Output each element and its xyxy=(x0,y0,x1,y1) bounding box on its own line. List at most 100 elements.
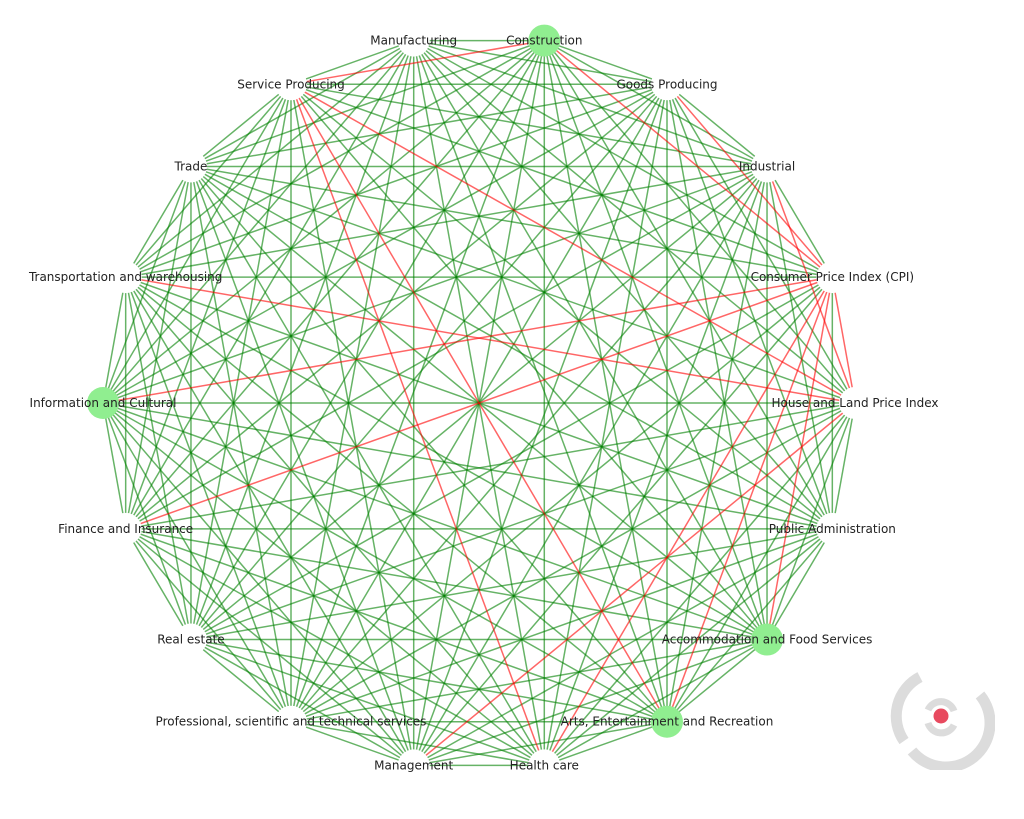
node-label-public: Public Administration xyxy=(769,522,896,536)
positive-edge-service-manufacturing xyxy=(290,39,414,86)
positive-edge-accommodation-manufacturing xyxy=(413,40,768,640)
node-label-management: Management xyxy=(374,758,453,772)
positive-edge-construction-trade xyxy=(190,39,545,168)
positive-edge-cpi-trade xyxy=(190,165,833,278)
positive-edge-public-accommodation xyxy=(766,528,833,640)
positive-edge-public-information xyxy=(102,402,833,530)
positive-edge-professional-realestate xyxy=(190,638,292,723)
positive-edge-arts-transport xyxy=(125,276,668,723)
positive-edge-house-realestate xyxy=(190,402,856,641)
node-label-accommodation: Accommodation and Food Services xyxy=(662,633,873,647)
positive-edge-realestate-transport xyxy=(124,277,192,640)
node-label-house: House and Land Price Index xyxy=(771,396,938,410)
negative-edge-arts-service xyxy=(290,83,668,723)
positive-edge-house-arts xyxy=(666,402,856,723)
positive-edge-health-finance xyxy=(125,528,545,767)
node-label-realestate: Real estate xyxy=(157,633,224,647)
positive-edge-accommodation-management xyxy=(413,638,768,767)
positive-edge-professional-manufacturing xyxy=(290,40,415,722)
node-realestate[interactable] xyxy=(174,623,207,656)
positive-edge-accommodation-arts xyxy=(666,638,768,723)
node-construction[interactable] xyxy=(528,24,561,57)
positive-edge-professional-trade xyxy=(190,166,292,722)
positive-edge-public-health xyxy=(543,528,833,766)
positive-edge-management-realestate xyxy=(190,638,415,767)
node-accommodation[interactable] xyxy=(751,623,784,656)
positive-edge-professional-finance xyxy=(125,528,292,723)
node-label-construction: Construction xyxy=(506,34,582,48)
node-label-goods: Goods Producing xyxy=(616,77,717,91)
positive-edge-construction-goods xyxy=(544,39,668,86)
node-service[interactable] xyxy=(275,68,307,101)
node-label-service: Service Producing xyxy=(237,77,345,91)
positive-edge-goods-accommodation xyxy=(666,84,768,640)
positive-edge-arts-information xyxy=(102,402,668,723)
negative-edge-cpi-health xyxy=(543,276,833,766)
positive-edge-management-transport xyxy=(125,276,415,766)
positive-edge-health-realestate xyxy=(190,638,545,767)
node-manufacturing[interactable] xyxy=(397,24,430,57)
node-transport[interactable] xyxy=(109,261,142,294)
negative-edge-house-management xyxy=(413,402,856,766)
positive-edge-information-transport xyxy=(102,277,127,404)
node-cpi[interactable] xyxy=(816,261,849,294)
positive-edge-goods-manufacturing xyxy=(413,39,668,86)
positive-edge-management-finance xyxy=(125,528,415,766)
positive-edge-public-manufacturing xyxy=(413,40,833,530)
positive-edge-public-service xyxy=(290,83,833,530)
node-label-finance: Finance and Insurance xyxy=(58,522,193,536)
negative-edge-house-service xyxy=(290,83,856,404)
positive-edge-transport-trade xyxy=(125,166,192,278)
positive-edge-realestate-service xyxy=(190,84,292,640)
positive-edge-accommodation-information xyxy=(102,402,768,641)
positive-edge-health-professional xyxy=(290,720,545,767)
positive-edge-industrial-public xyxy=(766,166,834,529)
positive-edge-industrial-arts xyxy=(666,166,768,722)
node-finance[interactable] xyxy=(109,512,142,545)
positive-edge-finance-manufacturing xyxy=(125,40,415,530)
positive-edge-industrial-service xyxy=(290,83,768,168)
positive-edge-management-service xyxy=(290,84,415,766)
node-health[interactable] xyxy=(528,749,561,782)
positive-edge-industrial-cpi xyxy=(766,166,833,278)
positive-edge-information-manufacturing xyxy=(102,40,415,404)
edges-layer xyxy=(102,39,856,767)
positive-edge-arts-realestate xyxy=(190,638,668,723)
positive-edge-information-service xyxy=(102,83,292,404)
positive-edge-industrial-management xyxy=(413,166,768,766)
positive-edge-accommodation-finance xyxy=(125,528,768,641)
positive-edge-management-information xyxy=(102,402,415,766)
negative-edge-goods-cpi xyxy=(666,83,833,278)
positive-edge-public-trade xyxy=(190,165,833,530)
positive-edge-health-trade xyxy=(190,166,545,766)
negative-edge-cpi-information xyxy=(102,276,833,404)
node-house[interactable] xyxy=(839,387,871,419)
node-label-information: Information and Cultural xyxy=(30,396,177,410)
positive-edge-public-professional xyxy=(290,528,833,723)
node-label-industrial: Industrial xyxy=(739,159,795,173)
positive-edge-arts-finance xyxy=(125,528,668,723)
node-label-transport: Transportation and warehousing xyxy=(28,270,222,284)
positive-edge-goods-industrial xyxy=(666,83,768,168)
node-public[interactable] xyxy=(816,512,849,545)
negative-edge-cpi-accommodation xyxy=(766,277,834,640)
positive-edge-transport-service xyxy=(125,83,292,278)
node-trade[interactable] xyxy=(174,150,207,183)
node-arts[interactable] xyxy=(651,705,683,738)
positive-edge-construction-realestate xyxy=(190,40,545,640)
node-label-arts: Arts, Entertainment and Recreation xyxy=(561,715,774,729)
node-professional[interactable] xyxy=(275,705,307,738)
node-goods[interactable] xyxy=(651,68,683,101)
positive-edge-construction-public xyxy=(543,40,833,530)
target-logo-icon xyxy=(890,672,995,770)
positive-edge-finance-service xyxy=(124,84,292,530)
node-industrial[interactable] xyxy=(751,150,784,183)
negative-edge-construction-cpi xyxy=(543,40,833,278)
positive-edge-realestate-finance xyxy=(125,528,192,640)
node-information[interactable] xyxy=(87,387,119,419)
positive-edge-construction-information xyxy=(102,40,545,404)
node-management[interactable] xyxy=(397,749,430,782)
negative-edge-house-transport xyxy=(125,276,856,404)
